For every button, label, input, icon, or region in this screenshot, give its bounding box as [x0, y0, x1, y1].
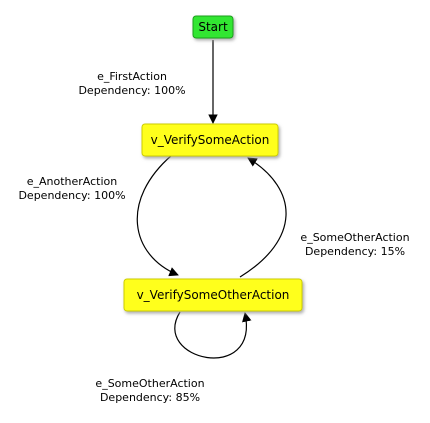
node-verify-some-action-label: v_VerifySomeAction — [151, 133, 270, 147]
edge-some-other-action-up-dependency: Dependency: 15% — [305, 245, 405, 258]
edge-some-other-action-loop[interactable] — [174, 311, 252, 359]
edge-another-action-name: e_AnotherAction — [27, 175, 118, 188]
edge-label-another-action: e_AnotherAction Dependency: 100% — [18, 175, 125, 202]
node-start-box[interactable] — [192, 15, 234, 39]
edge-another-action[interactable] — [136, 154, 179, 277]
edge-some-other-action-up-name: e_SomeOtherAction — [300, 231, 409, 244]
node-start-label: Start — [198, 20, 228, 34]
node-start[interactable]: Start — [192, 15, 234, 39]
edge-label-some-other-action-loop: e_SomeOtherAction Dependency: 85% — [95, 377, 204, 404]
node-verify-some-action[interactable]: v_VerifySomeAction — [141, 123, 279, 157]
edge-some-other-action-loop-name: e_SomeOtherAction — [95, 377, 204, 390]
node-verify-some-other-action-label: v_VerifySomeOtherAction — [137, 288, 290, 302]
edge-some-other-action-loop-dependency: Dependency: 85% — [100, 391, 200, 404]
node-verify-some-other-action-box[interactable] — [123, 278, 303, 312]
edge-some-other-action-up[interactable] — [239, 157, 287, 278]
edge-label-some-other-action-up: e_SomeOtherAction Dependency: 15% — [300, 231, 409, 258]
edge-first-action-name: e_FirstAction — [97, 70, 167, 83]
node-verify-some-action-box[interactable] — [141, 123, 279, 157]
edges — [136, 40, 287, 359]
node-verify-some-other-action[interactable]: v_VerifySomeOtherAction — [123, 278, 303, 312]
edge-label-first-action: e_FirstAction Dependency: 100% — [78, 70, 185, 97]
edge-first-action-dependency: Dependency: 100% — [78, 84, 185, 97]
edge-another-action-dependency: Dependency: 100% — [18, 189, 125, 202]
